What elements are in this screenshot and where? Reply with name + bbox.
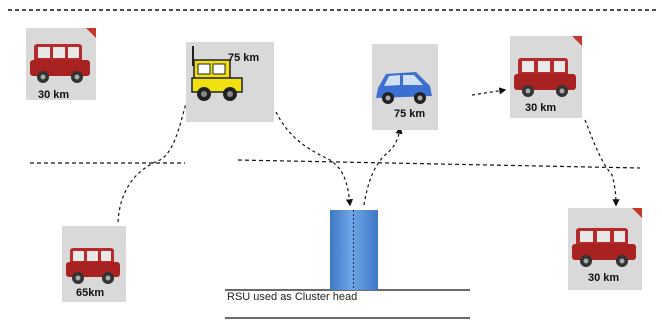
vehicle-speed-label: 75 km	[394, 108, 426, 120]
vehicle-tile	[510, 36, 582, 118]
arrow-to-v4	[471, 87, 507, 96]
vehicle-speed-label: 30 km	[588, 272, 620, 284]
suv-icon	[514, 36, 582, 97]
vehicle-speed-label: 30 km	[38, 89, 70, 101]
vehicle-tile	[186, 42, 274, 122]
vehicle-tile	[372, 44, 438, 130]
vehicle-speed-label: 30 km	[525, 102, 557, 114]
vehicle-tile	[62, 226, 126, 302]
rsu-antenna	[353, 210, 354, 290]
arrow-v2-to-rsu	[275, 111, 354, 207]
suv-icon	[66, 248, 120, 284]
sedan-icon	[376, 72, 432, 104]
vehicle-tile	[568, 208, 642, 290]
suv-icon	[572, 208, 642, 267]
rsu-caption: RSU used as Cluster head	[227, 291, 358, 303]
rsu-cluster-head	[330, 210, 378, 290]
vehicle-speed-label: 65km	[76, 287, 105, 299]
jeep-icon	[191, 46, 243, 101]
arrow-v4-to-v6	[584, 119, 620, 207]
arrow-rsu-to-v3	[363, 126, 403, 206]
vehicle-speed-label: 75 km	[228, 52, 260, 64]
vehicle-tile	[26, 28, 96, 100]
lane-divider-right	[237, 159, 641, 169]
suv-icon	[30, 28, 96, 83]
arrow-v5-to-v2	[117, 83, 194, 223]
